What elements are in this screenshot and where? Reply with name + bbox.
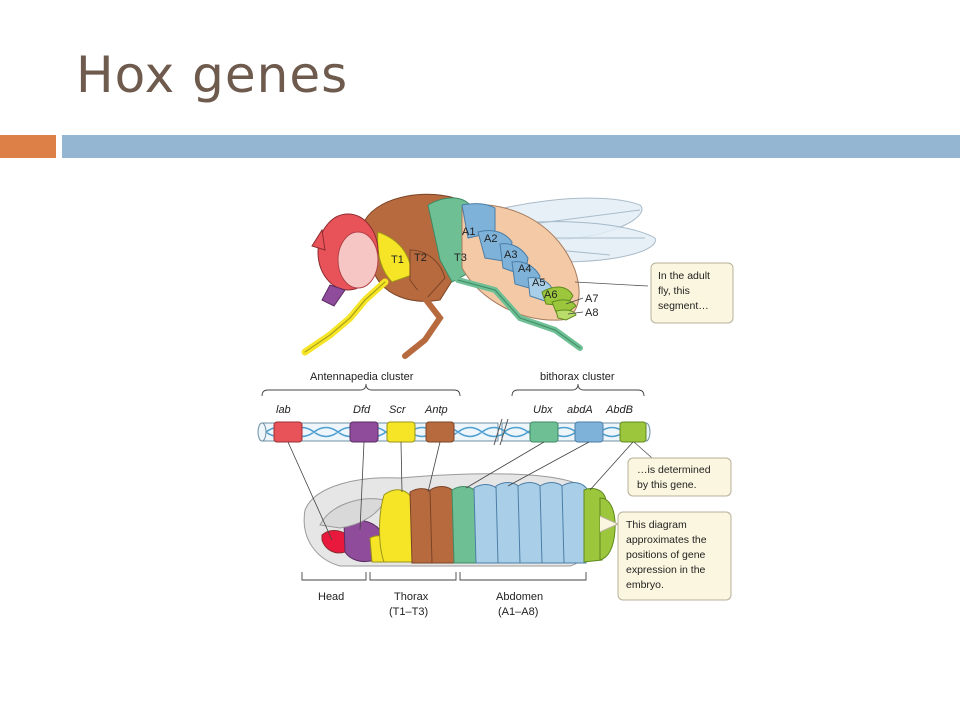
segment-label-a1: A1 [462, 226, 475, 238]
callout-diagram-line3: positions of gene [626, 549, 706, 561]
fly-mouthparts [321, 284, 346, 307]
gene-band-scr [386, 421, 416, 443]
segment-label-a7: A7 [585, 293, 598, 305]
gene-band-antp [425, 421, 455, 443]
abdomen-a8 [555, 309, 577, 321]
adult-fly: T1 T2 T3 A1 A2 A3 A4 A5 A6 A7 A8 [301, 193, 656, 359]
callout-diagram: This diagram approximates the positions … [599, 511, 732, 601]
line-ubx [465, 441, 545, 489]
leg-middle [402, 289, 444, 359]
region-braces [301, 572, 587, 581]
brace-thorax [369, 572, 457, 581]
segment-label-a6: A6 [544, 289, 557, 301]
embryo [303, 473, 616, 567]
gene-label-abdb: AbdB [605, 404, 633, 416]
callout-diagram-line1: This diagram [626, 519, 687, 531]
gene-label-lab: lab [276, 404, 291, 416]
segment-label-a2: A2 [484, 233, 497, 245]
cluster-braces [261, 383, 645, 397]
callout-adult-line2: fly, this [658, 285, 690, 297]
region-label-thorax: Thorax [394, 591, 429, 603]
abdomen-a1 [461, 203, 496, 239]
embryo-t1 [379, 489, 415, 563]
chromosome [257, 418, 651, 446]
region-label-thorax-range: (T1–T3) [389, 606, 428, 618]
gene-band-abdb [619, 421, 647, 443]
brace-antennapedia [261, 383, 461, 397]
dna-helix-left [265, 426, 507, 438]
callout-adult: In the adult fly, this segment… [574, 262, 734, 324]
gene-label-dfd: Dfd [353, 404, 371, 416]
callout-diagram-line2: approximates the [626, 534, 707, 546]
gene-label-ubx: Ubx [533, 404, 553, 416]
svg-text:In the adult fly, this: In the adult fly, this segment… [658, 270, 713, 312]
cluster-label-antennapedia: Antennapedia cluster [310, 371, 414, 383]
callout-diagram-line4: expression in the [626, 564, 706, 576]
fly-eye [337, 231, 379, 289]
svg-text:…is determined by this g: …is determined by this gene. [637, 464, 713, 491]
slide-title: Hox genes [76, 46, 349, 104]
callout-adult-line1: In the adult [658, 270, 710, 282]
line-abda [507, 441, 590, 487]
brace-bithorax [511, 383, 645, 397]
brace-abdomen [459, 572, 587, 581]
line-scr [400, 441, 403, 493]
cluster-label-bithorax: bithorax cluster [540, 371, 615, 383]
accent-bar-blue [62, 135, 960, 158]
fly-legs [301, 277, 583, 359]
line-abdb [589, 441, 634, 491]
gene-label-abda: abdA [567, 404, 593, 416]
brace-head [301, 572, 367, 581]
segment-label-a4: A4 [518, 263, 531, 275]
gene-band-ubx [529, 421, 559, 443]
region-label-abdomen-range: (A1–A8) [498, 606, 538, 618]
segment-label-t2: T2 [414, 252, 427, 264]
callout-gene-line2: by this gene. [637, 479, 697, 491]
segment-label-a5: A5 [532, 277, 545, 289]
accent-bar-orange [0, 135, 56, 158]
gene-embryo-lines [287, 441, 634, 541]
segment-label-a3: A3 [504, 249, 517, 261]
callout-gene-line1: …is determined [637, 464, 711, 476]
callout-diagram-line5: embryo. [626, 579, 664, 591]
segment-label-t3: T3 [454, 252, 467, 264]
segment-label-t1: T1 [391, 254, 404, 266]
line-dfd [359, 441, 365, 531]
region-label-abdomen: Abdomen [496, 591, 543, 603]
leader-a8 [567, 311, 584, 315]
region-label-head: Head [318, 591, 344, 603]
gene-band-lab [273, 421, 303, 443]
leader-a7 [565, 297, 584, 305]
chromosome-break [493, 418, 509, 446]
segment-label-a8: A8 [585, 307, 598, 319]
gene-label-scr: Scr [389, 404, 407, 416]
segment-t2-region [409, 249, 446, 301]
fly-antenna [311, 228, 326, 251]
line-antp [427, 441, 441, 493]
gene-label-antp: Antp [424, 404, 448, 416]
callout-adult-line3: segment… [658, 300, 709, 312]
line-lab [287, 441, 333, 541]
callout-gene: …is determined by this gene. [627, 441, 732, 497]
gene-band-abda [574, 421, 604, 443]
gene-band-dfd [349, 421, 379, 443]
svg-text:This diagram approximate: This diagram approximates the positions … [626, 519, 709, 591]
